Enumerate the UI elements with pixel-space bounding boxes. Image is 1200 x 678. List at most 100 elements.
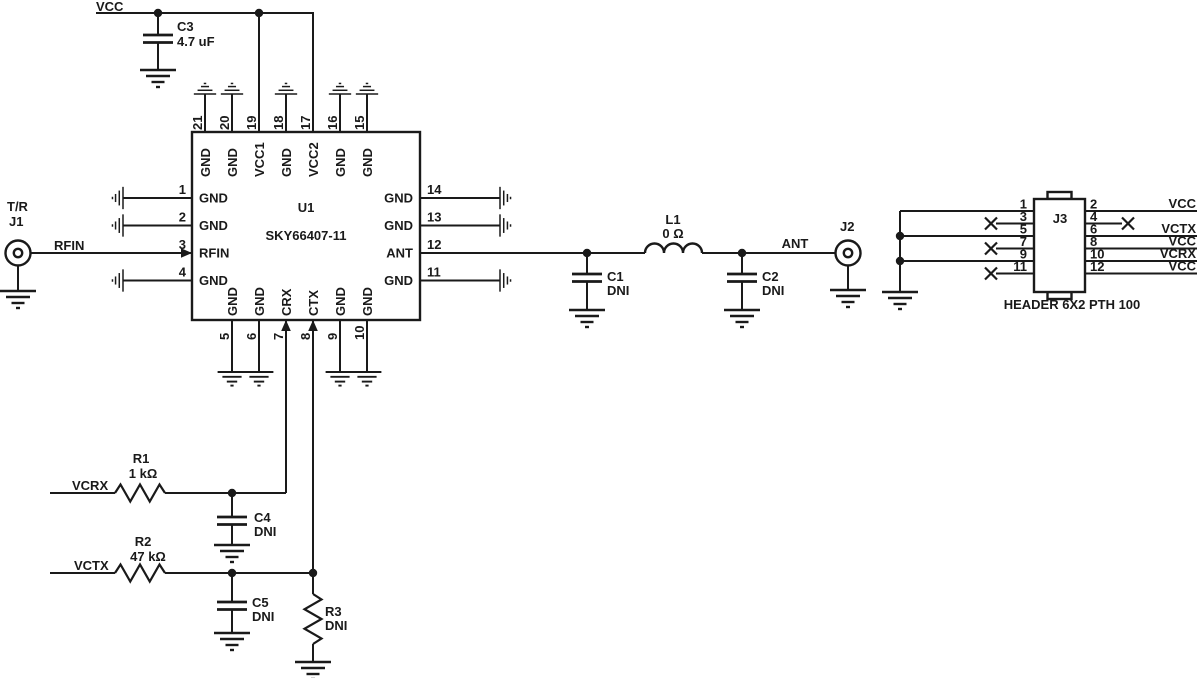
pin-number: 18 (271, 116, 286, 130)
ref-u1: U1 (298, 200, 315, 215)
ref-c1: C1 (607, 269, 624, 284)
net-label-vcrx: VCRX (72, 478, 108, 493)
pin-number: 17 (298, 116, 313, 130)
inductor-l1: L1 0 Ω (643, 212, 704, 254)
u1-top-pins: 21 20 19 18 17 16 15 GND GND VCC1 GND VC… (190, 82, 379, 177)
pin-number: 11 (1013, 259, 1027, 274)
pin-number: 6 (244, 333, 259, 340)
pin-number: 20 (217, 116, 232, 130)
ref-j3: J3 (1053, 211, 1067, 226)
ic-body (190, 130, 422, 322)
net-label-ant: ANT (782, 236, 809, 251)
value-c2: DNI (762, 283, 784, 298)
pin-number: 7 (271, 333, 286, 340)
pin-number: 9 (325, 333, 340, 340)
net-label-vcrx: VCRX (1160, 246, 1196, 261)
pin-number: 13 (427, 210, 441, 225)
ref-c5: C5 (252, 595, 269, 610)
connector-j3: J3 1 3 5 7 9 11 2 4 6 8 10 12 VCC VCTX V… (880, 190, 1197, 312)
pin-number: 3 (179, 237, 186, 252)
pin-number: 10 (352, 326, 367, 340)
connector-j1: T/R J1 (0, 199, 38, 310)
pin-number: 10 (1090, 247, 1104, 262)
pin-number: 2 (1090, 197, 1097, 212)
net-label-vcc: VCC (1169, 259, 1197, 274)
pin-number: 3 (1020, 209, 1027, 224)
pin-number: 4 (179, 265, 187, 280)
rfin-net: RFIN (30, 238, 192, 258)
label-tr: T/R (7, 199, 29, 214)
ref-r1: R1 (133, 451, 150, 466)
pin-number: 9 (1020, 247, 1027, 262)
pin-number: 4 (1090, 209, 1098, 224)
u1-right-pins: 14 13 12 11 GND GND ANT GND (384, 182, 512, 293)
junction-dot (254, 8, 264, 18)
net-label-vcc: VCC (1169, 196, 1197, 211)
coax-center-pin (12, 247, 24, 259)
pin-number: 15 (352, 116, 367, 130)
pin-number: 12 (427, 237, 441, 252)
pin-label: ANT (386, 246, 413, 261)
pin-label: GND (384, 273, 413, 288)
pin-number: 6 (1090, 222, 1097, 237)
pin-label: RFIN (199, 246, 229, 261)
pin-label: GND (384, 191, 413, 206)
capacitor-c3: C3 4.7 uF (138, 13, 215, 89)
pin-number: 2 (179, 210, 186, 225)
pin-label: GND (360, 287, 375, 316)
arrowhead-icon (181, 248, 192, 258)
pin-number: 7 (1020, 234, 1027, 249)
net-label-vcc: VCC (96, 0, 124, 14)
part-u1: SKY66407-11 (266, 228, 347, 243)
pin-label: CRX (279, 288, 294, 316)
pin-label: GND (360, 148, 375, 177)
ref-r3: R3 (325, 604, 342, 619)
pin-number: 11 (427, 265, 441, 280)
pin-label: VCC1 (252, 142, 267, 177)
pin-number: 1 (179, 182, 186, 197)
pin-label: GND (333, 148, 348, 177)
ref-c4: C4 (254, 510, 271, 525)
capacitor-c2: C2 DNI (722, 253, 784, 329)
pin-number: 1 (1020, 197, 1027, 212)
value-c5: DNI (252, 609, 274, 624)
net-label-vctx: VCTX (1161, 221, 1196, 236)
pin-label: GND (225, 287, 240, 316)
pin-number: 8 (1090, 234, 1097, 249)
ref-r2: R2 (135, 534, 152, 549)
wire (96, 12, 314, 132)
capacitor-c4: C4 DNI (212, 493, 276, 564)
ref-c3: C3 (177, 19, 194, 34)
capacitor-c1: C1 DNI (567, 253, 629, 329)
net-label-vcc: VCC (1169, 234, 1197, 249)
pin-label: GND (252, 287, 267, 316)
u1-bottom-pins: 5 6 7 8 9 10 GND GND CRX CTX GND GND (216, 287, 383, 387)
value-r1: 1 kΩ (129, 466, 158, 481)
coax-center-pin (842, 247, 854, 259)
header-body (1032, 197, 1087, 294)
ref-j1: J1 (9, 214, 23, 229)
vctx-net: VCTX R2 47 kΩ (50, 320, 318, 583)
pin-number: 16 (325, 116, 340, 130)
pin-number: 8 (298, 333, 313, 340)
pin-label: GND (199, 273, 228, 288)
ref-j2: J2 (840, 219, 854, 234)
pin-label: GND (199, 191, 228, 206)
u1-left-pins: 1 2 3 4 GND GND RFIN GND (111, 182, 229, 293)
pin-number: 12 (1090, 259, 1104, 274)
connector-j2: J2 (828, 219, 868, 309)
pin-number: 5 (217, 333, 232, 340)
pin-number: 14 (427, 182, 442, 197)
ic-u1: U1 SKY66407-11 21 20 19 18 17 16 15 GND … (111, 82, 512, 387)
pin-number: 19 (244, 116, 259, 130)
pin-label: GND (333, 287, 348, 316)
resistor-r3: R3 DNI (293, 573, 347, 678)
value-r2: 47 kΩ (130, 549, 166, 564)
pin-label: GND (225, 148, 240, 177)
header-description: HEADER 6X2 PTH 100 (1004, 297, 1141, 312)
value-c3: 4.7 uF (177, 34, 215, 49)
pin-number: 5 (1020, 222, 1027, 237)
vcc-rail: VCC (96, 0, 314, 132)
